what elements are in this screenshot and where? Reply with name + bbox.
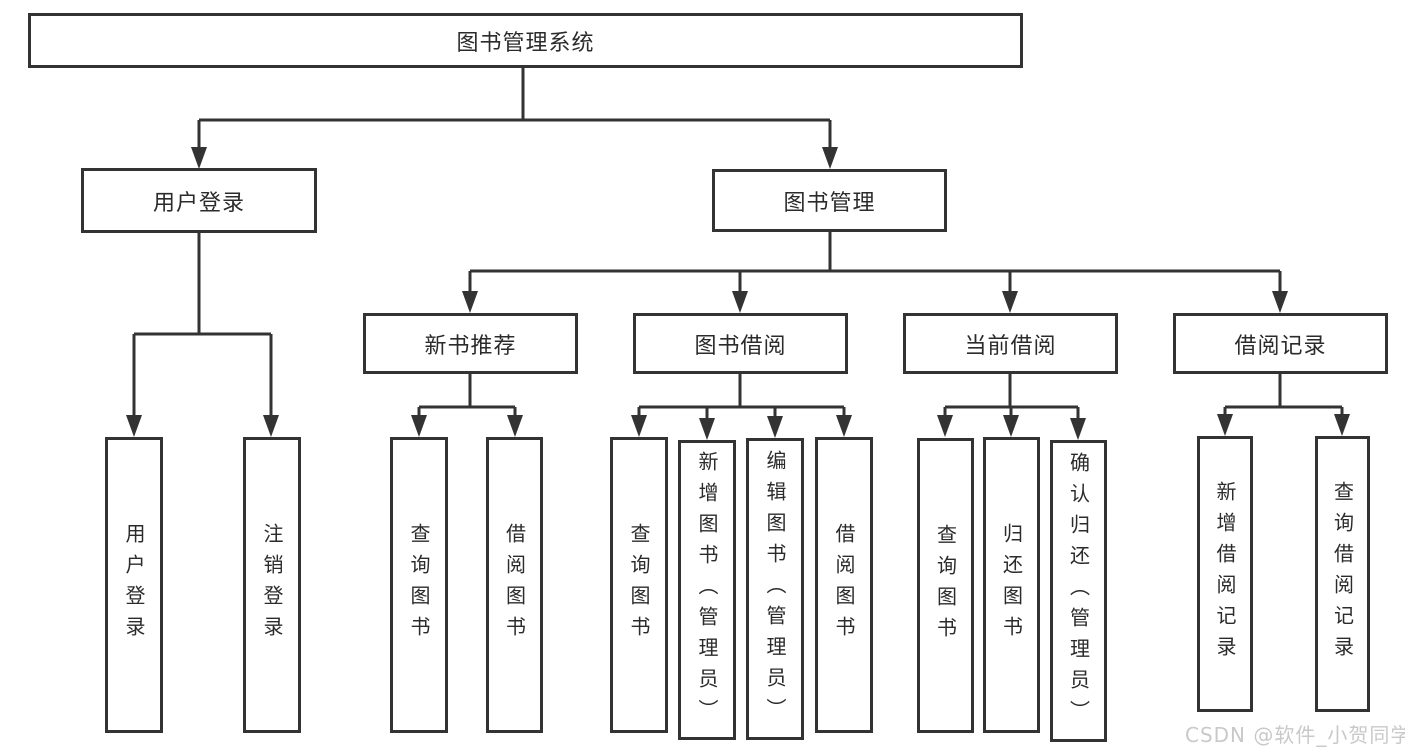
node-library-system-label: 图书管理系统 xyxy=(456,30,595,56)
node-borrow-books-borrowing-label: 借阅图书 xyxy=(832,523,856,647)
node-query-books-current-label: 查询图书 xyxy=(933,523,958,648)
node-user-login-leaf: 用户登录 xyxy=(105,437,163,733)
node-current-borrowing: 当前借阅 xyxy=(903,313,1118,374)
node-add-borrow-record-label: 新增借阅记录 xyxy=(1213,481,1237,667)
node-query-borrow-record: 查询借阅记录 xyxy=(1315,436,1370,712)
node-book-borrowing: 图书借阅 xyxy=(633,313,848,374)
node-return-books: 归还图书 xyxy=(983,437,1040,733)
node-book-borrowing-label: 图书借阅 xyxy=(694,333,787,359)
node-add-books-admin-label: 新增图书（管理员） xyxy=(695,450,719,730)
node-query-books-borrowing-label: 查询图书 xyxy=(627,523,651,647)
node-logout: 注销登录 xyxy=(243,437,301,733)
node-query-borrow-record-label: 查询借阅记录 xyxy=(1330,481,1355,667)
node-user-login-group-label: 用户登录 xyxy=(152,190,245,216)
node-confirm-return-admin-label: 确认归还（管理员） xyxy=(1066,451,1091,731)
node-book-management-label: 图书管理 xyxy=(783,190,876,216)
node-logout-label: 注销登录 xyxy=(260,523,284,647)
csdn-watermark: CSDN @软件_小贺同学 xyxy=(1185,723,1405,747)
node-return-books-label: 归还图书 xyxy=(999,523,1024,647)
node-book-management: 图书管理 xyxy=(712,169,947,232)
node-borrowing-records: 借阅记录 xyxy=(1173,313,1388,374)
node-confirm-return-admin: 确认归还（管理员） xyxy=(1050,440,1107,742)
node-add-borrow-record: 新增借阅记录 xyxy=(1197,436,1253,712)
node-borrow-books-recommend-label: 借阅图书 xyxy=(502,523,527,647)
node-current-borrowing-label: 当前借阅 xyxy=(964,333,1057,359)
node-add-books-admin: 新增图书（管理员） xyxy=(678,440,736,740)
node-borrowing-records-label: 借阅记录 xyxy=(1234,333,1327,359)
node-edit-books-admin: 编辑图书（管理员） xyxy=(746,438,804,740)
node-new-book-recommend-label: 新书推荐 xyxy=(424,333,517,359)
node-query-books-recommend-label: 查询图书 xyxy=(407,523,431,647)
node-user-login-leaf-label: 用户登录 xyxy=(122,523,146,647)
node-user-login-group: 用户登录 xyxy=(81,168,317,233)
node-new-book-recommend: 新书推荐 xyxy=(363,313,578,374)
node-query-books-recommend: 查询图书 xyxy=(390,437,448,733)
node-query-books-borrowing: 查询图书 xyxy=(610,437,668,733)
node-edit-books-admin-label: 编辑图书（管理员） xyxy=(763,449,787,729)
node-library-system: 图书管理系统 xyxy=(28,13,1023,68)
node-borrow-books-recommend: 借阅图书 xyxy=(486,437,543,733)
node-query-books-current: 查询图书 xyxy=(917,438,974,733)
node-borrow-books-borrowing: 借阅图书 xyxy=(815,437,873,733)
